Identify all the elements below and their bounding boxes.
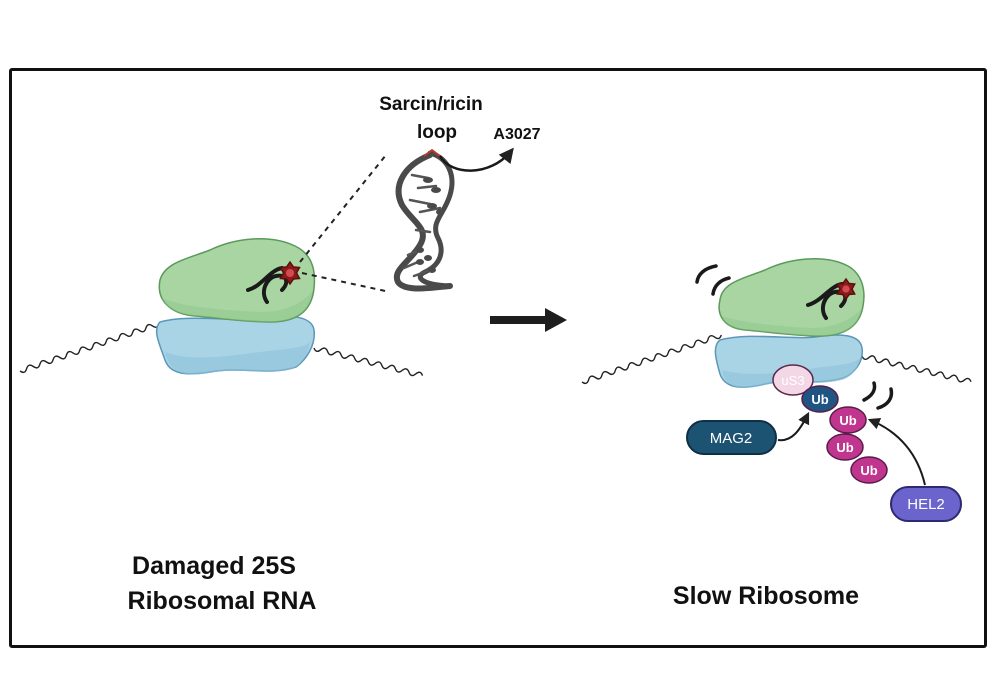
ubiquitin-4: Ub bbox=[850, 456, 888, 484]
figure-frame bbox=[9, 68, 987, 648]
large-subunit bbox=[158, 238, 316, 323]
ubiquitin-1: Ub bbox=[801, 385, 839, 413]
large-subunit bbox=[718, 258, 865, 337]
svg-text:Ub: Ub bbox=[839, 413, 856, 428]
left-caption-line1: Damaged 25S bbox=[132, 552, 296, 580]
small-subunit-shade bbox=[165, 342, 310, 375]
mag2-enzyme: MAG2 bbox=[686, 420, 777, 455]
svg-text:uS3: uS3 bbox=[781, 373, 804, 388]
right-panel: uS3 Ub Ub Ub Ub bbox=[581, 258, 972, 610]
transition-arrow-icon bbox=[490, 308, 567, 332]
mrna-strand-right-exit bbox=[861, 355, 972, 383]
right-caption: Slow Ribosome bbox=[673, 582, 859, 610]
left-panel: Sarcin/ricin loop A3027 Damaged 25S Ribo… bbox=[19, 94, 541, 615]
large-subunit-shade bbox=[722, 308, 862, 336]
ubiquitin-2: Ub bbox=[829, 406, 867, 434]
svg-text:HEL2: HEL2 bbox=[907, 496, 945, 513]
sarcin-ricin-loop-structure bbox=[393, 150, 455, 292]
svg-text:Ub: Ub bbox=[811, 392, 828, 407]
inset-title-line1: Sarcin/ricin bbox=[379, 94, 483, 115]
large-subunit-shade bbox=[162, 290, 313, 322]
svg-text:Ub: Ub bbox=[836, 440, 853, 455]
hel2-enzyme: HEL2 bbox=[890, 486, 962, 522]
stalling-motion-marks bbox=[695, 264, 894, 410]
us3-protein: uS3 bbox=[772, 364, 814, 396]
svg-text:Ub: Ub bbox=[860, 463, 877, 478]
zoom-guide-bottom bbox=[301, 272, 391, 293]
site-label: A3027 bbox=[493, 126, 540, 143]
a3027-pointer-arrow bbox=[438, 147, 514, 172]
ubiquitin-chain: Ub Ub Ub Ub bbox=[801, 385, 888, 484]
mrna-strand-left-exit bbox=[313, 347, 424, 377]
damage-star-icon bbox=[836, 277, 856, 301]
mrna-strand-right bbox=[581, 334, 722, 385]
zoom-guide-top bbox=[299, 154, 387, 263]
damage-star-icon bbox=[279, 260, 301, 286]
inset-title-line2: loop bbox=[417, 122, 457, 143]
ubiquitin-3: Ub bbox=[826, 433, 864, 461]
rrna-helix-icon bbox=[246, 266, 289, 304]
left-caption-line2: Ribosomal RNA bbox=[128, 587, 317, 615]
mrna-strand-left bbox=[19, 323, 160, 374]
hel2-action-arrow bbox=[867, 417, 926, 486]
a3027-site-marker bbox=[423, 148, 441, 157]
mag2-action-arrow bbox=[777, 411, 810, 442]
svg-text:MAG2: MAG2 bbox=[710, 430, 753, 447]
